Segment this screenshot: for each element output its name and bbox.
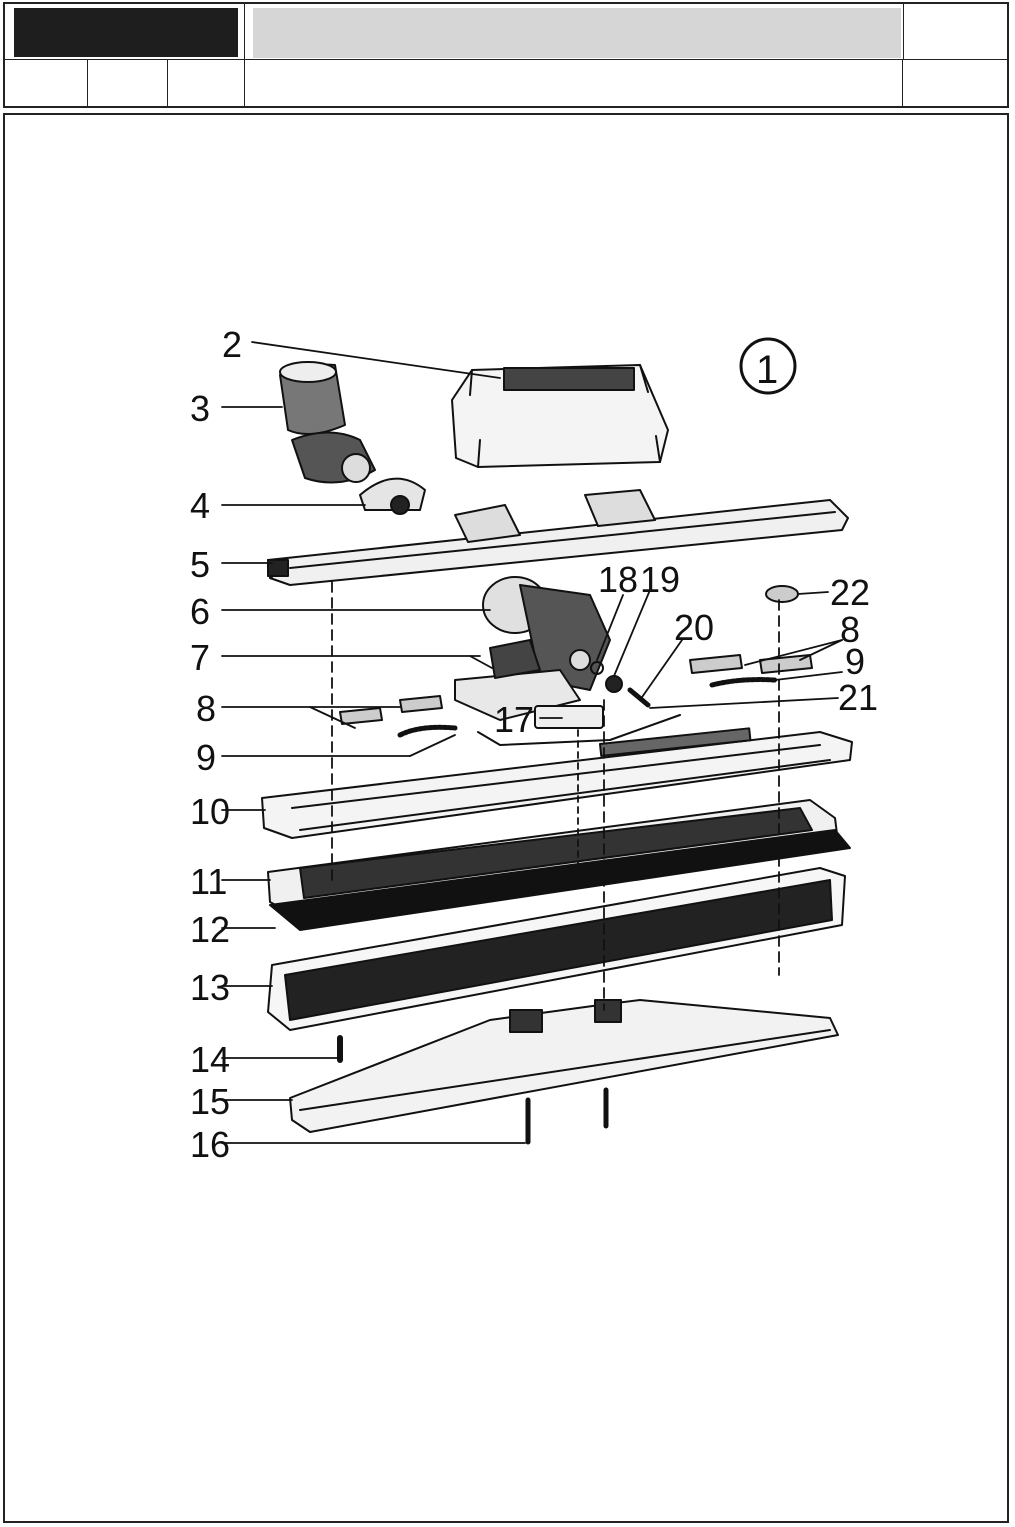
part-2-cover [451,364,669,468]
label-17: 17 [494,699,534,740]
label-8-left: 8 [196,688,216,729]
header-cell-title [5,4,245,60]
figure-number: 1 [756,348,778,392]
label-15: 15 [190,1081,230,1122]
label-7: 7 [190,637,210,678]
label-8-right: 8 [840,609,860,650]
label-21: 21 [838,677,878,718]
part-5-top-rail [267,489,849,586]
part-3-hose-connector [279,361,376,484]
part-4-wheel-holder [359,477,426,515]
label-4: 4 [190,485,210,526]
label-22: 22 [830,572,870,613]
label-14: 14 [190,1039,230,1080]
label-18: 18 [598,559,638,600]
label-10: 10 [190,791,230,832]
header-gray-band [253,8,901,58]
label-19: 19 [640,559,680,600]
header-row-1 [5,4,1007,60]
label-20: 20 [674,607,714,648]
header-black-block [14,8,238,57]
leader-lines [221,341,843,1144]
part-20-screw [627,687,651,708]
label-5: 5 [190,544,210,585]
part-21-bracket [477,714,681,746]
part-labels: 2 3 4 5 6 7 8 9 10 11 12 13 14 15 16 17 … [190,324,878,1165]
part-17 [534,705,604,729]
header-table [3,2,1009,108]
header-cell-1 [5,60,88,108]
part-22-cap [765,585,799,603]
parts-8-9-left [339,695,458,738]
label-13: 13 [190,967,230,1008]
label-11: 11 [190,861,227,902]
label-6: 6 [190,591,210,632]
label-9-right: 9 [845,641,865,682]
figure-number-circle [739,337,797,395]
part-10-frame [261,727,853,839]
label-3: 3 [190,388,210,429]
header-cell-2 [88,60,168,108]
header-row-2 [5,60,1007,108]
part-19-nut [605,675,623,693]
content-frame [3,113,1009,1523]
label-9-left: 9 [196,737,216,778]
part-13-brush-strip [267,867,846,1031]
header-cell-3 [168,60,245,108]
label-12: 12 [190,909,230,950]
header-cell-top-right [903,4,1011,60]
header-cell-4 [245,60,903,108]
label-16: 16 [190,1124,230,1165]
part-12-gasket [269,829,851,931]
label-2: 2 [222,324,242,365]
part-18-washer [590,661,604,675]
part-15-sole [289,999,839,1133]
parts-8-9-right [689,654,813,688]
